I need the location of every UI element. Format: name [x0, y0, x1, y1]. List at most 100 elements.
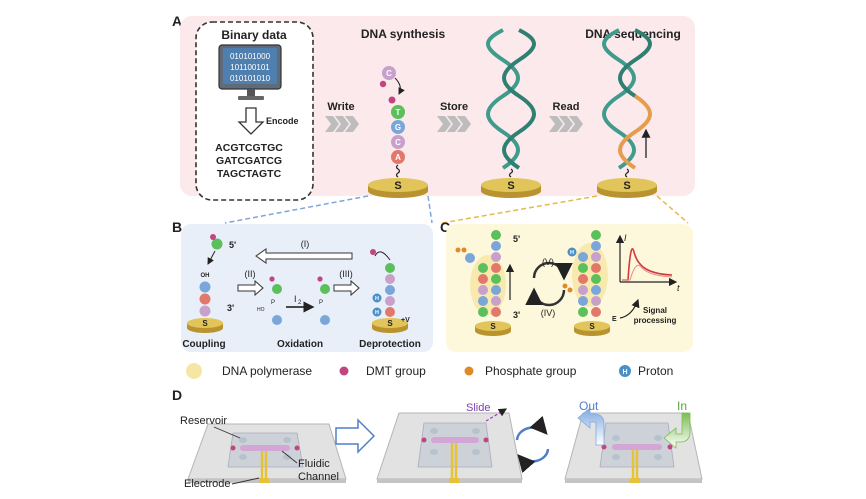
- phosphate-2: [461, 247, 467, 253]
- coupling-base-3: [199, 281, 211, 293]
- encode-arrow-icon: [237, 107, 265, 135]
- base-c-label: C: [395, 138, 401, 147]
- store-chevrons: [437, 116, 471, 132]
- panel-b-letter: B: [172, 219, 182, 235]
- ox-left-ho: HO: [257, 307, 265, 313]
- store-label: Store: [440, 101, 468, 113]
- chip-2: [376, 412, 523, 483]
- read-left-substrate: [475, 321, 511, 336]
- cycle-arrow-bottom: [525, 287, 566, 307]
- incoming-dmt: [379, 80, 387, 88]
- ox-right-t: [320, 284, 330, 294]
- coupling-incoming-t: [211, 238, 223, 250]
- step-1-label: (I): [301, 239, 310, 249]
- sequencing-dna-helix: [602, 28, 652, 170]
- step-5-label: (V): [542, 257, 554, 267]
- binary-row-3: 010101010: [230, 74, 271, 83]
- coupling-substrate: [187, 318, 223, 333]
- dep-proton-1-h: H: [375, 296, 379, 302]
- substrate-label: S: [394, 180, 401, 192]
- dmt-legend-label: DMT group: [366, 364, 426, 378]
- connector-b-left: [224, 195, 369, 224]
- oxidation-label: Oxidation: [277, 339, 323, 350]
- binary-row-2: 101100101: [230, 63, 270, 72]
- read-label: Read: [553, 101, 580, 113]
- deprotection-label: Deprotection: [359, 339, 421, 350]
- signal-arrow: [619, 298, 640, 319]
- fluidic-label: Fluidic: [298, 458, 330, 470]
- addition-arrow: [394, 77, 405, 95]
- read-phosphate-2: [567, 287, 573, 293]
- polymerase-legend-label: DNA polymerase: [222, 364, 312, 378]
- store-substrate: [481, 178, 541, 198]
- phosphate-1: [455, 247, 461, 253]
- electrode-pointer: [231, 477, 260, 485]
- polymerase-legend-icon: [186, 363, 202, 379]
- chip-1: [187, 423, 347, 483]
- dna-synthesis-title: DNA synthesis: [361, 27, 446, 41]
- phosphate-legend-icon: [464, 366, 474, 376]
- sequence-line-1: ACGTCGTGC: [215, 142, 283, 154]
- dna-sequencing-title: DNA sequencing: [585, 27, 681, 41]
- sequence-line-3: TAGCTAGTC: [217, 168, 282, 180]
- step-4-label: (IV): [541, 308, 556, 318]
- reservoir-label: Reservoir: [180, 415, 227, 427]
- synthesis-substrate: [368, 178, 428, 198]
- connector-b-right: [427, 195, 433, 224]
- panel-b-background: [181, 224, 433, 352]
- read-proton-h: H: [570, 250, 574, 256]
- dep-voltage: +V: [401, 317, 410, 324]
- connector-c-right: [656, 195, 689, 224]
- panel-c-letter: C: [440, 219, 450, 235]
- dep-base-4: [385, 274, 395, 284]
- slide-arrow: [485, 408, 508, 422]
- exchange-arrow-bottom: [517, 448, 550, 474]
- dep-base-1: [385, 307, 395, 317]
- read-left-s: S: [490, 322, 496, 331]
- signal-axis-t: t: [677, 283, 680, 293]
- panel-d-letter: D: [172, 387, 182, 403]
- read-right-s: S: [589, 322, 595, 331]
- ox-left-t: [272, 284, 282, 294]
- out-arrow: [577, 407, 605, 446]
- read-3prime: 3': [513, 310, 520, 320]
- dep-proton-2: [372, 307, 382, 317]
- store-linker: [508, 168, 514, 178]
- stored-dna-helix: [486, 28, 536, 170]
- signal-processing-line-2: processing: [634, 316, 677, 325]
- ox-right-p: P: [319, 300, 323, 306]
- base-t: [391, 105, 405, 119]
- signal-processing-line-1: Signal: [643, 306, 667, 315]
- deprotection-s: S: [387, 319, 393, 328]
- iodine-label: I: [294, 294, 297, 304]
- ox-right-dmt: [317, 276, 323, 282]
- linker: [395, 164, 401, 178]
- coupling-dmt: [210, 234, 216, 240]
- iodine-subscript: 2: [298, 300, 302, 306]
- connector-c-left: [441, 195, 598, 224]
- read-5prime: 5': [513, 234, 520, 244]
- ox-right-g: [320, 315, 330, 325]
- exchange-arrow-top: [515, 415, 548, 441]
- base-a-label: A: [395, 153, 401, 162]
- reservoir-pointer: [213, 426, 241, 439]
- dep-proton-2-h: H: [375, 310, 379, 316]
- dep-base-5: [385, 263, 395, 273]
- proton-legend-label: Proton: [638, 364, 673, 378]
- coupling-oh: OH: [201, 273, 210, 279]
- polymerase-left: [470, 255, 506, 315]
- store-substrate-label: S: [507, 180, 514, 192]
- base-g-label: G: [395, 123, 401, 132]
- coupling-base-1: [199, 305, 211, 317]
- slide-label: Slide: [466, 402, 490, 414]
- monitor-icon: [218, 44, 282, 100]
- step-2-label: (II): [245, 269, 256, 279]
- read-phosphate-1: [562, 283, 568, 289]
- out-label: Out: [579, 399, 599, 413]
- phosphate-legend-label: Phosphate group: [485, 364, 577, 378]
- base-a: [391, 150, 405, 164]
- step-3-label: (III): [339, 269, 353, 279]
- sequence-line-2: GATCGATCG: [216, 155, 282, 167]
- sequencing-substrate: [597, 178, 657, 198]
